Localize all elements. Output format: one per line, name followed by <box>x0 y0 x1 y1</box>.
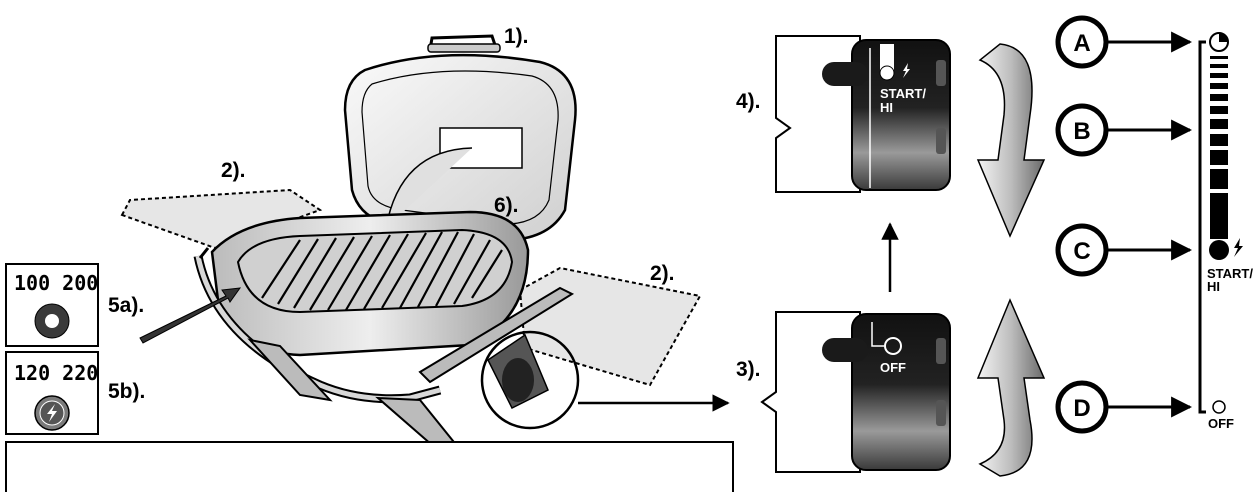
grill-illustration <box>120 34 730 465</box>
svg-text:A: A <box>1073 30 1090 57</box>
label-lid: 1). <box>504 25 529 48</box>
marker-b: B <box>1055 103 1193 157</box>
label-side-table-left: 2). <box>221 159 246 182</box>
ignition-arrow <box>139 287 242 344</box>
scale-off-label: OFF <box>1208 416 1234 431</box>
label-thermometer: 6). <box>494 194 519 217</box>
svg-text:B: B <box>1073 118 1090 145</box>
knob-top-line1: START/ <box>880 86 926 101</box>
caption-box <box>5 441 734 492</box>
marker-d: D <box>1055 380 1193 434</box>
svg-text:D: D <box>1073 395 1090 422</box>
label-model-b: 5b). <box>108 380 145 403</box>
rotate-up-arrow-icon <box>976 298 1046 477</box>
side-table-right <box>518 266 702 387</box>
label-knob-off: 3). <box>736 358 761 381</box>
knob-top-line2: HI <box>880 100 893 115</box>
marker-c: C <box>1055 223 1193 277</box>
svg-text:C: C <box>1073 238 1090 265</box>
label-knob-start: 4). <box>736 90 761 113</box>
side-table-left <box>120 188 323 250</box>
model-b-numbers: 120 220 <box>14 361 98 385</box>
rotate-down-arrow-icon <box>976 43 1046 238</box>
label-side-table-right: 2). <box>650 262 675 285</box>
knob-callout-circle <box>480 330 580 430</box>
scale-start-line1: START/ <box>1207 266 1253 281</box>
label-model-a: 5a). <box>108 294 144 317</box>
heat-scale: START/ HI OFF <box>1198 32 1253 431</box>
model-b-badge: 120 220 <box>5 351 99 435</box>
model-a-numbers: 100 200 <box>14 271 98 295</box>
knob-bottom-text: OFF <box>880 360 906 375</box>
marker-a: A <box>1055 15 1193 69</box>
knob-detail-off: OFF <box>760 311 951 473</box>
model-a-badge: 100 200 <box>5 263 99 347</box>
scale-start-line2: HI <box>1207 279 1220 294</box>
knob-detail-start: START/ HI <box>775 35 951 193</box>
